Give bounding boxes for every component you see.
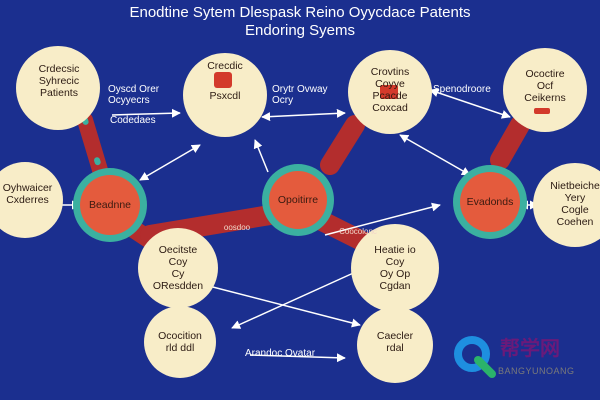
node-mid-right-text: Nietbeiche Yery Cogle Coehen [540, 180, 600, 228]
link-bar-right-topRight2 [490, 115, 530, 170]
node-top-right1-line3: Pcacde [372, 90, 408, 102]
annotation-a5: Arandoc Ovatar [245, 348, 316, 359]
node-mid-right-line1: Nietbeiche [550, 180, 600, 192]
shield-icon [214, 72, 232, 88]
tag-icon [534, 108, 550, 114]
node-lower-center-line2: Coy [385, 256, 405, 268]
node-mid-left-text: Oyhwaicer Cxderres [0, 182, 55, 206]
hubs [73, 164, 527, 242]
node-mid-left-line1: Oyhwaicer [2, 182, 53, 194]
hub-center-label: Opoitirre [277, 194, 319, 206]
node-lower-left-line1: Oecitste [158, 244, 198, 256]
node-top-right2-line1: Ococtire [525, 68, 565, 80]
node-mid-right-line2: Yery [564, 192, 586, 204]
node-bottom-right-line2: rdal [386, 342, 404, 354]
node-lower-left-text: Oecitste Coy Cy OResdden [143, 244, 213, 292]
node-top-left-line1: Crdecsic [38, 63, 80, 75]
arrow-leftHub-topCenter [139, 144, 201, 181]
hub-right [460, 172, 520, 232]
diagram-subtitle: Endoring Syems [244, 22, 356, 39]
arrow-cross-2 [231, 269, 361, 329]
arrow-topcenter-topright [261, 108, 346, 122]
arrow-right-topright1 [399, 134, 471, 176]
node-top-center-line2: Psxcdl [209, 90, 241, 102]
annotation-a1: Oyscd Orer Ocyyecrs [108, 84, 159, 106]
node-icons [214, 72, 550, 114]
node-top-center [183, 53, 267, 137]
node-mid-left-line2: Cxderres [6, 194, 49, 206]
node-lower-center [351, 224, 439, 312]
arrow-bottom [249, 353, 346, 363]
node-lower-left-line4: OResdden [152, 280, 204, 292]
link-bar-center-topRight1 [320, 115, 365, 175]
node-bottom-right-text: Caecler rdal [360, 330, 430, 354]
arrow-a4 [429, 88, 511, 119]
watermark-subtitle: BANGYUNOANG [498, 366, 575, 376]
annotation-a1-line2: Ocyyecrs [108, 95, 150, 106]
link-bar-topleft-ring [82, 117, 103, 173]
node-top-left [16, 46, 100, 130]
annotation-a3-line2: Ocry [272, 95, 294, 106]
node-top-center-text: Crecdic Psxcdl [190, 60, 260, 102]
link-center-label: oosdoo [223, 223, 251, 232]
annotation-a3: Orytr Ovway Ocry [272, 84, 328, 106]
node-top-right2 [503, 48, 587, 132]
watermark-title: 帮学网 [500, 338, 560, 360]
node-lower-center-text: Heatie io Coy Oy Op Cgdan [360, 244, 430, 292]
arrow-center-right [324, 202, 441, 236]
node-top-right1-line4: Coxcad [372, 102, 408, 114]
node-bottom-left [144, 306, 216, 378]
node-top-right1-line2: Coyye [375, 78, 405, 90]
node-top-left-line2: Syhrecic [38, 75, 80, 87]
node-mid-left [0, 162, 63, 238]
node-top-right2-line2: Ocf [536, 80, 554, 92]
node-bottom-right [357, 307, 433, 383]
node-lower-center-line1: Heatie io [374, 244, 416, 256]
diagram-title: Enodtine Sytem Dlespask Reino Oyycdace P… [129, 4, 471, 21]
node-top-right2-text: Ococtire Ocf Ceikerns [510, 68, 580, 104]
arrow-center-topCenter [253, 139, 269, 173]
hub-left-label: Beadnne [88, 199, 132, 211]
node-top-right1-line1: Crovtins [370, 66, 410, 78]
node-mid-right-line4: Coehen [556, 216, 594, 228]
node-lower-left [138, 228, 218, 308]
node-top-left-line3: Patients [40, 87, 78, 99]
node-top-left-text: Crdecsic Syhrecic Patients [24, 63, 94, 99]
annotation-a4: Spenodroore [433, 84, 491, 95]
link-right-label: Coocolonc [339, 227, 377, 236]
watermark-logo: 帮学网 BANGYUNOANG [452, 332, 582, 382]
node-mid-right [533, 163, 600, 247]
node-top-center-line1: Crecdic [207, 60, 243, 72]
badge-icon [380, 85, 398, 99]
node-top-right1-text: Crovtins Coyye Pcacde Coxcad [355, 66, 425, 114]
node-lower-center-line3: Oy Op [379, 268, 411, 280]
arrow-a1 [111, 108, 181, 118]
watermark-q-icon [454, 336, 496, 378]
node-lower-left-line2: Coy [168, 256, 188, 268]
hub-right-label: Evadonds [466, 196, 514, 208]
annotation-a3-line1: Orytr Ovway [272, 84, 328, 95]
node-lower-left-line3: Cy [171, 268, 185, 280]
node-mid-right-line3: Cogle [561, 204, 589, 216]
node-bottom-left-text: Ococition rld ddl [145, 330, 215, 354]
node-bottom-left-line2: rld ddl [165, 342, 195, 354]
node-top-right2-line3: Ceikerns [524, 92, 566, 104]
node-lower-center-line4: Cgdan [379, 280, 411, 292]
hub-center [269, 171, 327, 229]
annotation-a2: Codedaes [110, 115, 156, 126]
annotation-a1-line1: Oyscd Orer [108, 84, 160, 95]
hub-left [80, 175, 140, 235]
node-bottom-right-line1: Caecler [376, 330, 414, 342]
node-bottom-left-line1: Ococition [158, 330, 202, 342]
